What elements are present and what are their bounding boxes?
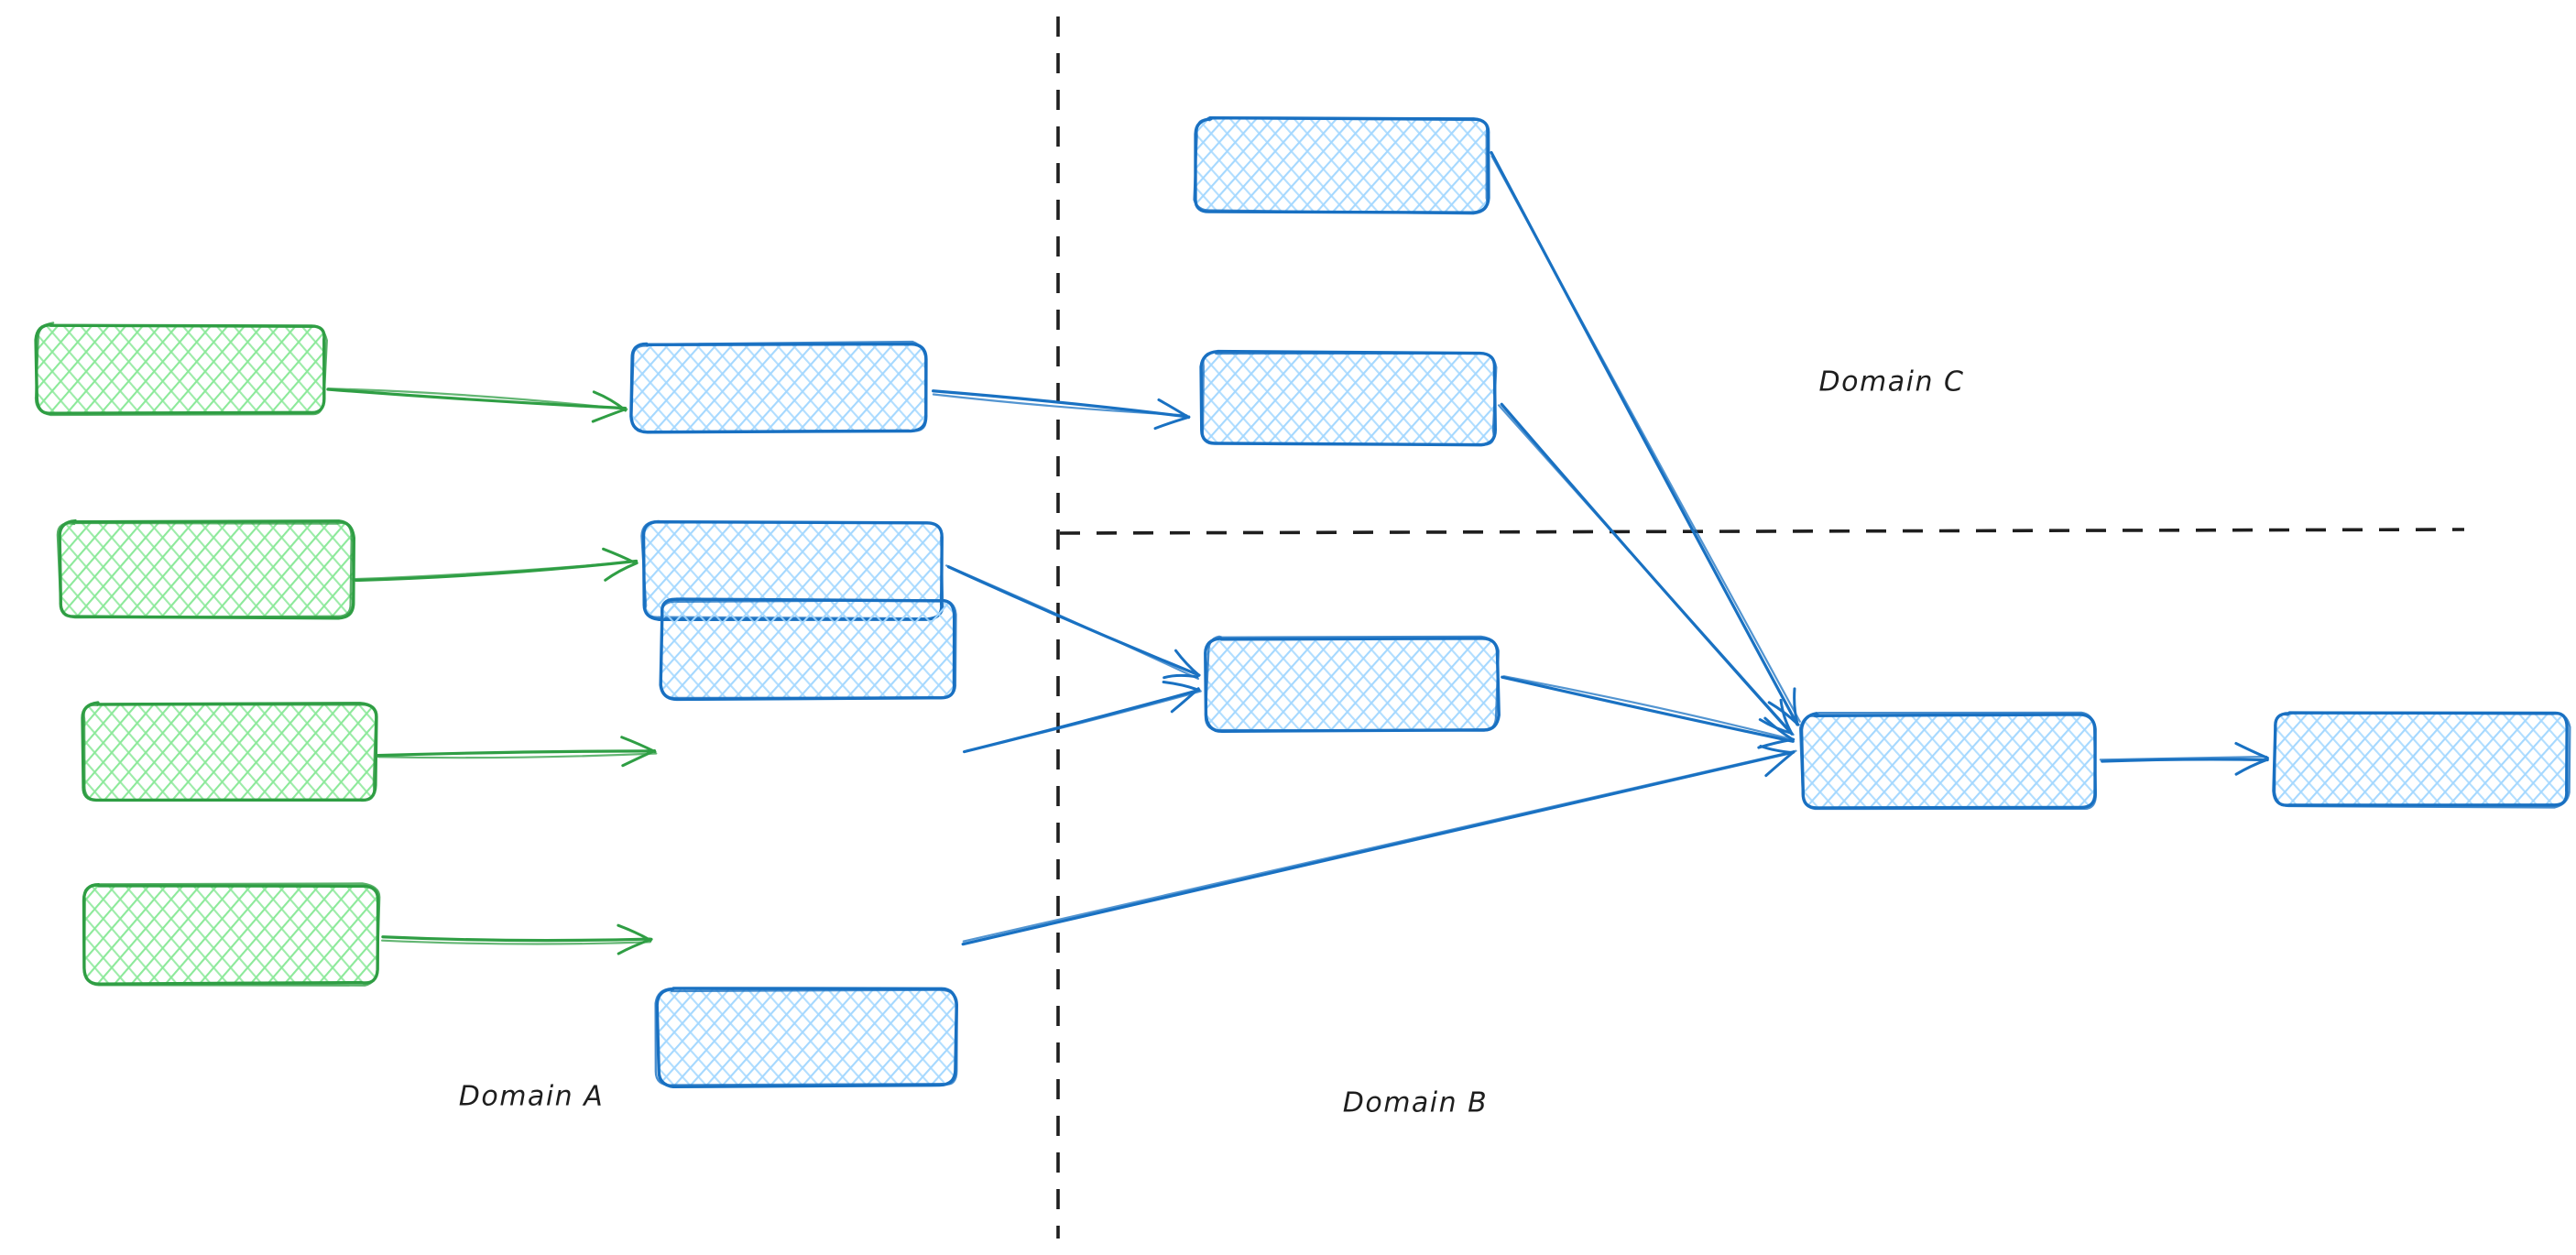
stage-node-b1[interactable] [629, 340, 928, 434]
edge-c1-to-aggregator[interactable] [1490, 150, 1801, 726]
edge-a2-to-b2[interactable] [354, 547, 639, 583]
arrowhead-barb [617, 937, 653, 955]
node-outline [1798, 711, 2098, 811]
node-hachure-fill [37, 325, 325, 413]
source-node-a3[interactable] [81, 701, 378, 802]
arrowhead-barb [2234, 758, 2269, 776]
arrowhead-barb [621, 748, 657, 768]
node-hachure-fill [60, 522, 353, 617]
domain-c-node-mid[interactable] [1199, 349, 1498, 447]
node-hachure-fill [2275, 713, 2568, 806]
domain-a-label: Domain A [459, 1081, 604, 1113]
edge-a4-to-b4[interactable] [380, 923, 653, 955]
node-outline [82, 704, 377, 802]
stage-node-b4[interactable] [654, 987, 958, 1089]
edge-b1-to-c2[interactable] [932, 389, 1191, 431]
node-hachure-fill [1202, 353, 1495, 444]
dividers-layer [1056, 16, 2465, 1239]
edge-b3-to-hub[interactable] [962, 680, 1202, 754]
node-outline [660, 598, 957, 700]
source-node-a2[interactable] [56, 518, 355, 620]
aggregator-node[interactable] [1798, 711, 2098, 811]
domain-c-node-top[interactable] [1193, 115, 1490, 215]
arrowhead-barb [1757, 737, 1796, 749]
arrowhead-barb [620, 736, 657, 754]
arrowhead-barb [1763, 716, 1795, 741]
node-outline [34, 322, 328, 417]
node-outline [630, 340, 927, 433]
arrowhead-barb [617, 923, 652, 943]
edge-aggregator-to-output[interactable] [2099, 741, 2269, 776]
arrowhead-barb [1779, 698, 1793, 734]
arrowhead-barb [1162, 680, 1199, 692]
node-hachure-fill [1206, 638, 1498, 730]
edge-a1-to-b1[interactable] [326, 387, 628, 423]
node-outline [1201, 350, 1498, 446]
horizontal-domain-divider [1059, 528, 2465, 535]
arrowhead-barb [1162, 673, 1199, 680]
arrowhead-barb [1764, 750, 1796, 778]
arrowhead-barb [1153, 415, 1191, 431]
arrowhead-barb [1793, 687, 1799, 726]
arrowhead-barb [592, 390, 628, 412]
node-outline [83, 882, 381, 987]
output-node[interactable] [2272, 711, 2571, 809]
node-hachure-fill [632, 344, 925, 431]
node-outline [1204, 635, 1500, 732]
edge-b4-to-aggregator[interactable] [961, 745, 1797, 946]
node-hachure-fill [1195, 119, 1489, 213]
source-node-a4[interactable] [82, 882, 381, 987]
node-outline [654, 987, 958, 1086]
arrowhead-barb [1170, 687, 1200, 714]
node-hachure-fill [84, 885, 377, 984]
stage-node-b3[interactable] [659, 597, 957, 702]
node-hachure-fill [82, 704, 376, 801]
arrowhead-barb [1157, 398, 1191, 420]
labels-layer: Domain A Domain B Domain C [459, 366, 1965, 1119]
node-outline [56, 521, 353, 619]
edges-layer [326, 150, 2269, 955]
node-hachure-fill [658, 989, 955, 1086]
domain-b-label: Domain B [1343, 1087, 1489, 1119]
source-node-a1[interactable] [34, 322, 328, 417]
arrowhead-barb [604, 562, 639, 582]
node-outline [2273, 711, 2571, 809]
domain-b-hub-node[interactable] [1204, 635, 1501, 734]
arrowhead-barb [591, 408, 626, 423]
edge-hub-to-aggregator[interactable] [1501, 675, 1796, 749]
node-outline [1193, 116, 1489, 215]
arrowhead-barb [602, 547, 637, 565]
node-hachure-fill [661, 600, 955, 699]
node-hachure-fill [1802, 715, 2095, 808]
arrowhead-barb [1174, 649, 1201, 677]
edge-a3-to-b3[interactable] [377, 736, 658, 768]
domain-c-label: Domain C [1819, 366, 1965, 398]
edge-b2-to-hub[interactable] [945, 564, 1201, 681]
arrowhead-barb [2234, 741, 2269, 760]
nodes-layer [34, 115, 2571, 1089]
arrowhead-barb [1759, 745, 1795, 755]
